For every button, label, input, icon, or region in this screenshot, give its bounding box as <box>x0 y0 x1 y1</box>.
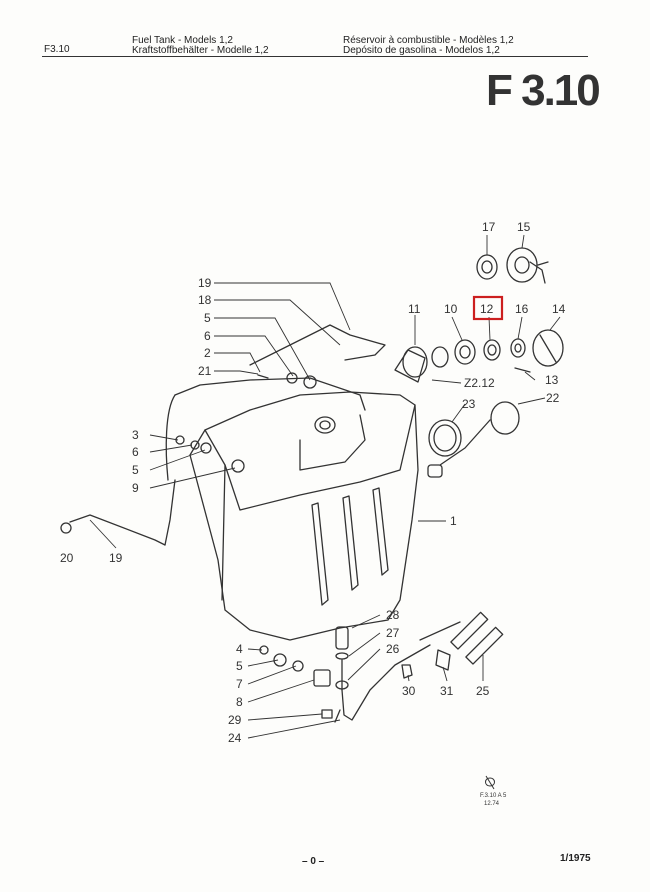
ring-16 <box>510 338 526 358</box>
callout-19: 19 <box>198 276 212 290</box>
callout-10: 10 <box>444 302 458 316</box>
gasket-23 <box>428 419 462 457</box>
header-title-fr: Réservoir à combustible - Modèles 1,2 <box>343 35 514 46</box>
fuel-tank-top <box>204 404 416 511</box>
gasket-12 <box>483 339 501 361</box>
clip-31 <box>435 649 451 671</box>
mounting-strap <box>174 377 366 411</box>
callout-16: 16 <box>515 302 529 316</box>
callout-7: 7 <box>236 677 243 691</box>
rubber-9 <box>231 459 245 473</box>
highlight-box-callout-12 <box>472 295 504 321</box>
callout-13: 13 <box>545 373 559 387</box>
callout-29: 29 <box>228 713 242 727</box>
tank-rib <box>311 502 329 606</box>
fuel-sender-22 <box>490 401 520 435</box>
header-title-es: Depósito de gasolina - Modelos 1,2 <box>343 45 500 56</box>
callout-11: 11 <box>408 302 421 316</box>
callout-28: 28 <box>386 608 400 622</box>
callout-19b: 19 <box>109 551 123 565</box>
tank-rib <box>342 495 359 591</box>
drain-tube-28 <box>335 626 349 650</box>
screw-13 <box>514 367 531 373</box>
tank-filler-neck <box>314 416 336 434</box>
callout-24: 24 <box>228 731 242 745</box>
page-number: – 0 – <box>302 856 325 867</box>
header-title-de: Kraftstoffbehälter - Modelle 1,2 <box>132 45 269 56</box>
fuel-tank-body <box>189 391 419 641</box>
flange-10 <box>454 339 476 365</box>
callout-25: 25 <box>476 684 490 698</box>
callout-2: 2 <box>204 346 211 360</box>
tank-rib <box>372 487 389 576</box>
header-code: F3.10 <box>44 44 70 55</box>
callout-22: 22 <box>546 391 560 405</box>
callout-20: 20 <box>60 551 74 565</box>
hose-25b <box>465 626 504 665</box>
filler-cap-14 <box>532 329 564 367</box>
seal-17 <box>476 254 498 280</box>
callout-8: 8 <box>236 695 243 709</box>
publication-date: 1/1975 <box>560 853 591 864</box>
key-icon <box>529 261 549 284</box>
drain-hose-24 <box>341 644 431 721</box>
callout-1: 1 <box>450 514 457 528</box>
drawing-ref-line1: F.3.10 A 5 <box>480 793 507 799</box>
float-22 <box>427 464 443 478</box>
callout-4: 4 <box>236 642 243 656</box>
callout-17: 17 <box>482 220 496 234</box>
bracket-8 <box>313 669 331 687</box>
callout-18: 18 <box>198 293 212 307</box>
callout-5: 5 <box>204 311 211 325</box>
callout-9: 9 <box>132 481 139 495</box>
callout-5b: 5 <box>132 463 139 477</box>
callout-6: 6 <box>204 329 211 343</box>
clip-30 <box>401 664 413 679</box>
callout-21: 21 <box>198 364 212 378</box>
header-title-en: Fuel Tank - Models 1,2 <box>132 35 233 46</box>
callout-15: 15 <box>517 220 531 234</box>
callout-6b: 6 <box>132 445 139 459</box>
vent-hose-upper <box>249 324 386 366</box>
callout-3: 3 <box>132 428 139 442</box>
callout-z2-12: Z2.12 <box>464 376 495 390</box>
filler-pipe-11 <box>402 346 428 378</box>
bolt-21 <box>257 374 269 379</box>
drawing-ref-icon <box>485 775 495 790</box>
locking-cap-15 <box>506 247 538 283</box>
vent-clip-20 <box>60 522 72 534</box>
callout-5c: 5 <box>236 659 243 673</box>
clip-29 <box>321 709 333 719</box>
callout-23: 23 <box>462 397 476 411</box>
hose-25a <box>450 611 489 650</box>
big-section-code: F 3.10 <box>486 66 601 115</box>
callout-30: 30 <box>402 684 416 698</box>
callout-26: 26 <box>386 642 400 656</box>
callout-27: 27 <box>386 626 400 640</box>
callout-14: 14 <box>552 302 566 316</box>
callout-31: 31 <box>440 684 454 698</box>
vent-line-lower <box>69 514 166 546</box>
drawing-ref-line2: 12.74 <box>484 801 500 807</box>
callout-12: 12 <box>480 302 494 316</box>
header-rule <box>42 56 588 57</box>
washer-27 <box>335 652 349 660</box>
ring-10 <box>431 346 449 368</box>
